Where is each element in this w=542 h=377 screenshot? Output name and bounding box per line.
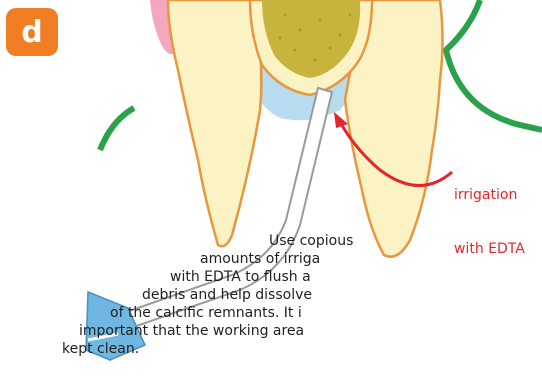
- gingiva-line: [446, 0, 542, 130]
- description-line: of the calcific remnants. It i: [110, 304, 302, 322]
- description-line: with EDTA to flush a: [170, 268, 311, 286]
- callout-line-2: with EDTA: [454, 240, 525, 258]
- gingiva-line-left: [100, 108, 134, 150]
- irrigation-callout: irrigation with EDTA: [454, 150, 525, 276]
- description-line: debris and help dissolve: [142, 286, 312, 304]
- tooth-left: [168, 0, 261, 246]
- description-line: Use copious: [269, 232, 353, 250]
- description-line: kept clean.: [62, 340, 139, 358]
- callout-line-1: irrigation: [454, 186, 525, 204]
- description-line: important that the working area: [79, 322, 304, 340]
- description-line: amounts of irriga: [200, 250, 320, 268]
